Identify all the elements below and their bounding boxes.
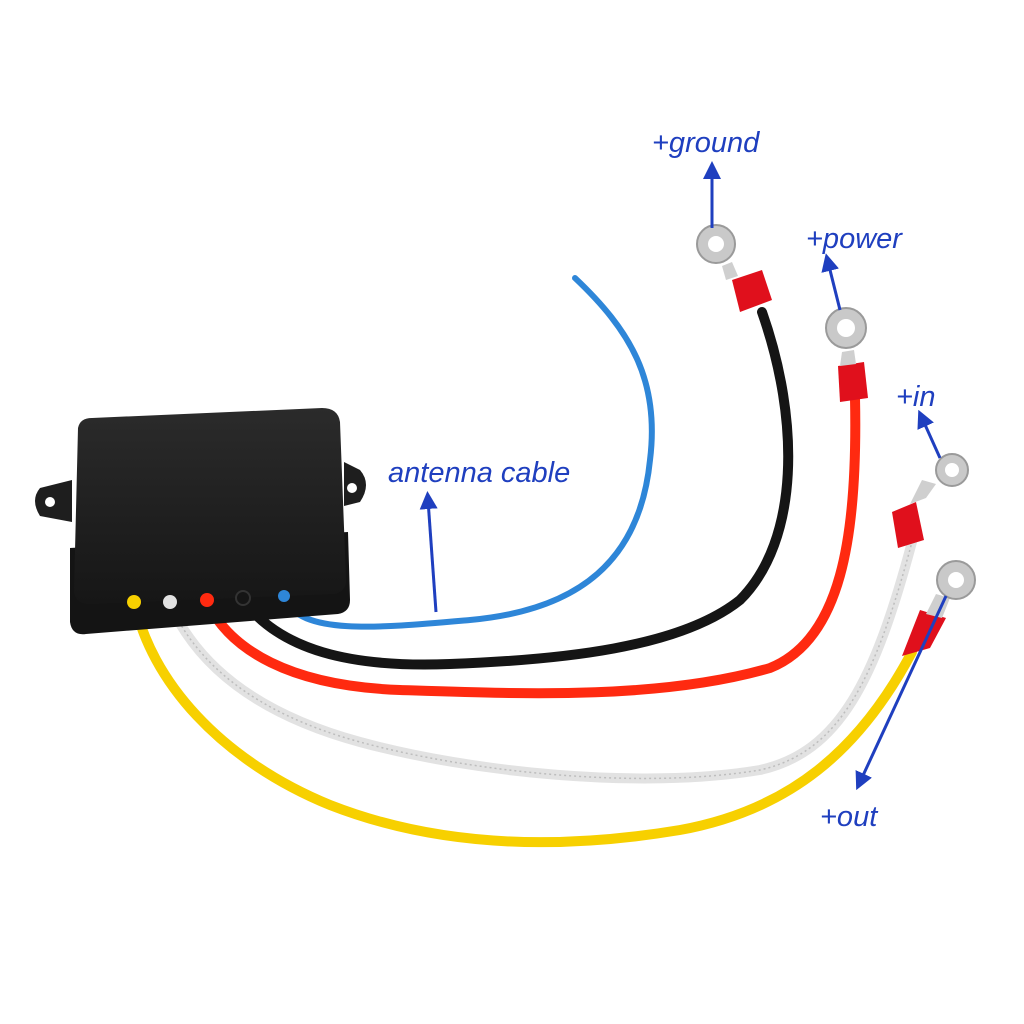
ring-terminal-power	[825, 307, 868, 402]
ring-terminal-in	[892, 453, 969, 548]
control-box	[35, 408, 366, 635]
label-ground: +ground	[652, 127, 760, 159]
label-antenna: antenna cable	[388, 457, 570, 489]
wire-white-in	[165, 537, 917, 784]
wire-red-power	[202, 393, 861, 699]
label-in: +in	[896, 381, 936, 413]
label-power: +power	[806, 223, 903, 255]
label-out: +out	[820, 801, 879, 833]
arrow-in	[917, 409, 942, 459]
wire-yellow-out	[129, 595, 917, 848]
arrow-power	[821, 253, 842, 311]
arrow-antenna	[419, 491, 438, 613]
arrow-out	[855, 595, 948, 791]
ring-terminal-out	[902, 560, 976, 656]
ring-terminal-ground	[696, 224, 772, 312]
wire-black-ground	[238, 307, 794, 670]
wire-blue-antenna	[281, 275, 655, 630]
